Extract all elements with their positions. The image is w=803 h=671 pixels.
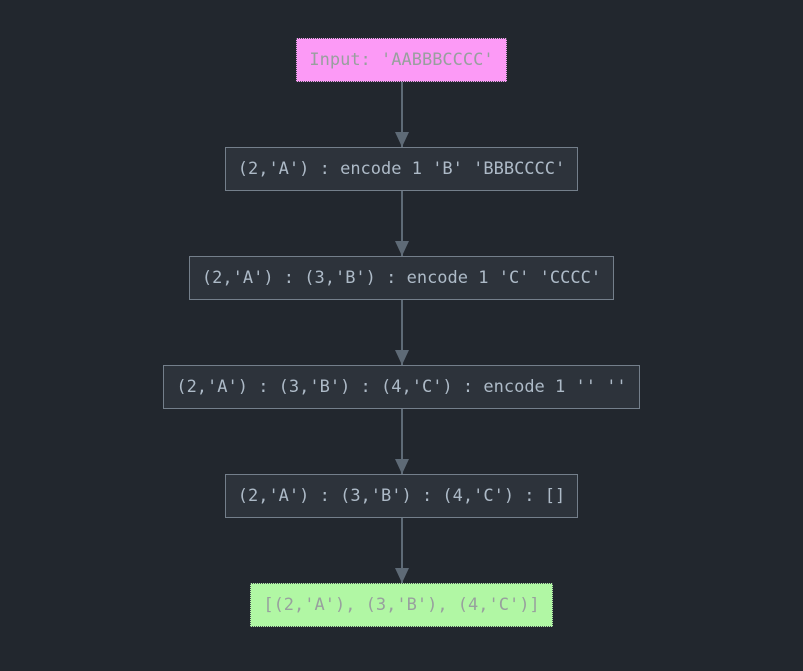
flow-node-step-4: (2,'A') : (3,'B') : (4,'C') : [] <box>224 474 579 518</box>
flow-node-result: [(2,'A'), (3,'B'), (4,'C')] <box>250 583 553 627</box>
flow-node-input: Input: 'AABBBCCCC' <box>296 38 507 82</box>
down-arrow-icon <box>400 300 403 365</box>
down-arrow-icon <box>400 409 403 474</box>
flow-node-step-3: (2,'A') : (3,'B') : (4,'C') : encode 1 '… <box>163 365 640 409</box>
down-arrow-icon <box>400 518 403 583</box>
down-arrow-icon <box>400 191 403 256</box>
flow-node-step-1: (2,'A') : encode 1 'B' 'BBBCCCC' <box>224 147 579 191</box>
down-arrow-icon <box>400 82 403 147</box>
flow-node-step-2: (2,'A') : (3,'B') : encode 1 'C' 'CCCC' <box>188 256 615 300</box>
